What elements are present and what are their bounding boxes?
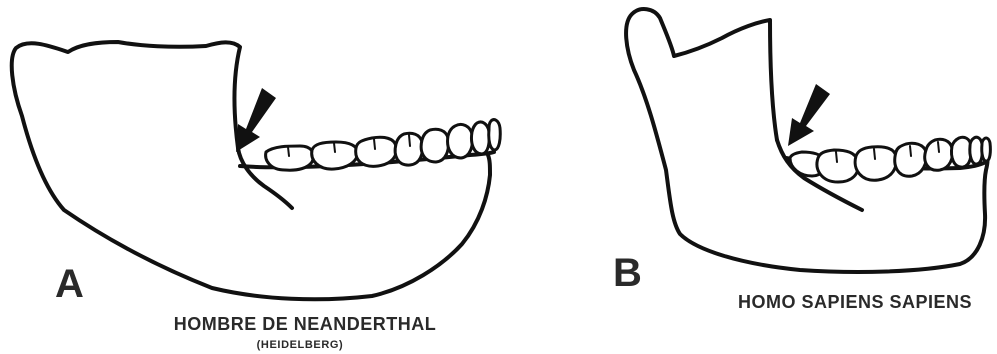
panel-a-subcaption: (HEIDELBERG) [257, 339, 344, 351]
sapiens-molar-2 [817, 150, 858, 182]
panel-a-caption: HOMBRE DE NEANDERTHAL [174, 314, 437, 334]
neanderthal-mandible-outline [12, 42, 490, 299]
neanderthal-canine [448, 124, 473, 158]
sapiens-teeth [790, 137, 990, 182]
panel-a: A HOMBRE DE NEANDERTHAL (HEIDELBERG) [12, 42, 501, 351]
arrow-down-left-icon [236, 88, 276, 152]
neanderthal-teeth [266, 120, 501, 171]
neanderthal-incisor-1 [489, 120, 501, 150]
sapiens-incisor-1 [982, 138, 991, 161]
panel-letter-b: B [613, 251, 642, 295]
neanderthal-molar-3 [266, 146, 314, 170]
arrow-down-left-icon [788, 84, 830, 146]
sapiens-molar-1 [855, 147, 896, 180]
neanderthal-molar-1 [356, 137, 397, 166]
sapiens-canine [951, 137, 971, 167]
panel-b: B HOMO SAPIENS SAPIENS [613, 9, 990, 312]
neanderthal-premolar-1 [421, 129, 448, 162]
panel-letter-a: A [55, 262, 84, 306]
neanderthal-incisor-2 [471, 122, 489, 154]
panel-b-caption: HOMO SAPIENS SAPIENS [738, 292, 972, 312]
